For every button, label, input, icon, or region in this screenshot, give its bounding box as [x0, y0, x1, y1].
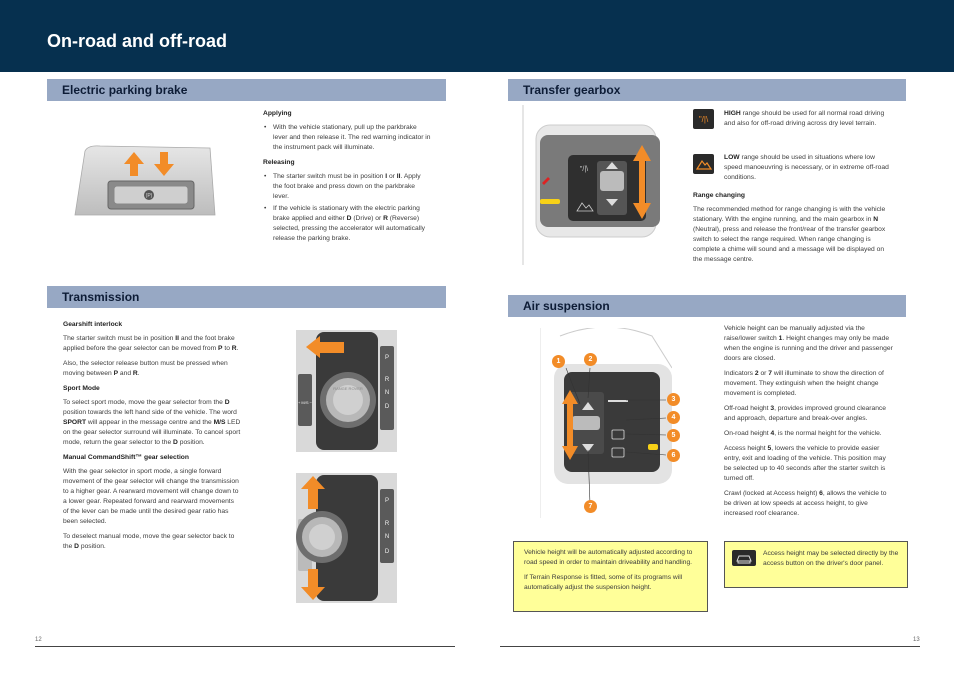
applying-heading: Applying	[263, 110, 292, 117]
callout-4: 4	[667, 411, 680, 424]
gate-letter: P	[385, 498, 389, 504]
low-range-icon	[576, 202, 594, 212]
crawl-lock-icon	[611, 447, 625, 458]
interlock-heading: Gearshift interlock	[63, 321, 123, 328]
manual-paragraph: To deselect manual mode, move the gear s…	[63, 533, 235, 550]
transmission-text: Gearshift interlock The starter switch m…	[63, 320, 241, 557]
epb-text: Applying With the vehicle stationary, pu…	[263, 109, 431, 246]
section-title: Transfer gearbox	[523, 83, 621, 97]
section-title: Electric parking brake	[62, 83, 188, 97]
knob-text: RANGE ROVER	[333, 386, 363, 391]
arrow-up-icon	[124, 152, 144, 176]
section-title: Transmission	[62, 290, 140, 304]
auto-height-note: Vehicle height will be automatically adj…	[513, 541, 708, 612]
footer-rule-left	[35, 646, 455, 647]
section-title: Air suspension	[523, 299, 610, 313]
manual-heading: Manual CommandShift™ gear selection	[63, 454, 189, 461]
interlock-paragraph: The starter switch must be in position I…	[63, 335, 239, 352]
high-range-icon: "/|\	[580, 166, 588, 173]
section-bar-transmission: Transmission	[47, 286, 446, 308]
applying-item: With the vehicle stationary, pull up the…	[263, 123, 431, 153]
svg-text:"/|\: "/|\	[699, 115, 709, 124]
releasing-item: If the vehicle is stationary with the el…	[263, 204, 431, 244]
footer-rule-right	[500, 646, 920, 647]
access-button-icon	[732, 550, 756, 566]
gate-letter: D	[385, 549, 390, 555]
range-heading: Range changing	[693, 192, 746, 199]
sport-paragraph: To select sport mode, move the gear sele…	[63, 399, 241, 446]
triangle-down-icon	[582, 444, 594, 452]
gate-letter: P	[385, 355, 389, 361]
section-bar-transfer: Transfer gearbox	[508, 79, 906, 101]
air-suspension-text: Vehicle height can be manually adjusted …	[724, 325, 893, 517]
callout-3: 3	[667, 393, 680, 406]
note-paragraph: Access height may be selected directly b…	[763, 550, 899, 567]
double-arrow-icon	[633, 145, 651, 219]
low-range-text: LOW range should be used in situations w…	[724, 154, 889, 181]
access-height-note: Access height may be selected directly b…	[724, 541, 908, 588]
section-bar-air: Air suspension	[508, 295, 906, 317]
gate-letter: R	[385, 377, 390, 383]
note-paragraph: If Terrain Response is fitted, some of i…	[524, 574, 683, 591]
releasing-item: The starter switch must be in position I…	[263, 172, 431, 202]
access-height-icon	[611, 429, 625, 440]
gear-selector-manual-illustration: P R N D	[296, 473, 397, 603]
high-range-icon: "/|\	[693, 109, 714, 129]
manual-paragraph: With the gear selector in sport mode, a …	[63, 468, 239, 525]
low-range-icon	[693, 154, 714, 174]
callout-6: 6	[667, 449, 680, 462]
gate-letter: R	[385, 521, 390, 527]
parking-brake-illustration: (P)	[74, 145, 216, 216]
gear-selector-sport-illustration: RANGE ROVER P R N D + M/S −	[296, 330, 397, 452]
callout-1: 1	[552, 355, 565, 368]
arrow-down-icon	[154, 152, 174, 176]
triangle-down-icon	[606, 199, 618, 206]
sport-heading: Sport Mode	[63, 385, 100, 392]
interlock-paragraph: Also, the selector release button must b…	[63, 360, 228, 377]
high-range-text: HIGH range should be used for all normal…	[724, 110, 885, 127]
double-arrow-icon	[562, 390, 578, 460]
section-bar-epb: Electric parking brake	[47, 79, 446, 101]
gate-letter: N	[385, 390, 389, 396]
ms-label: + M/S −	[298, 400, 313, 405]
note-paragraph: Vehicle height will be automatically adj…	[524, 549, 693, 566]
air-suspension-illustration	[540, 328, 672, 518]
callout-5: 5	[667, 429, 680, 442]
arrow-down-icon	[301, 569, 325, 600]
callout-2: 2	[584, 353, 597, 366]
page-header: On-road and off-road	[0, 0, 954, 72]
callout-7: 7	[584, 500, 597, 513]
releasing-heading: Releasing	[263, 159, 295, 166]
gate-letter: D	[385, 404, 390, 410]
arrow-up-icon	[301, 476, 325, 509]
page-number-right: 13	[913, 637, 920, 643]
transfer-gearbox-illustration: "/|\	[522, 105, 660, 265]
svg-text:(P): (P)	[146, 193, 153, 199]
triangle-up-icon	[606, 162, 618, 169]
page-title: On-road and off-road	[47, 31, 227, 51]
gate-letter: N	[385, 534, 389, 540]
range-changing-text: Range changing The recommended method fo…	[693, 191, 888, 270]
triangle-up-icon	[582, 402, 594, 410]
arrow-left-icon	[306, 336, 344, 358]
page-number-left: 12	[35, 637, 42, 643]
